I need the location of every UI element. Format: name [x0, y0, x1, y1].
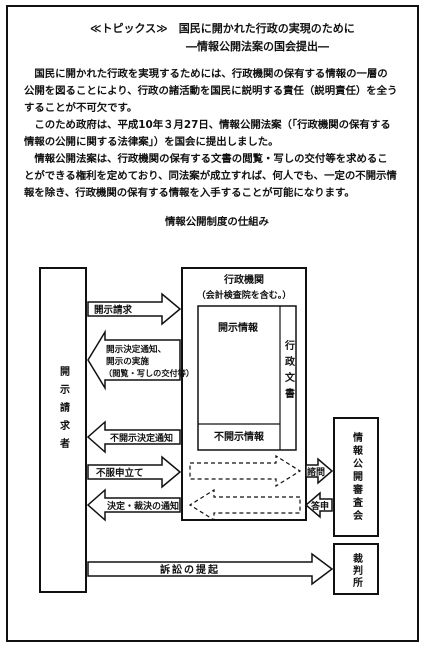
paragraph-2: このため政府は、平成10年３月27日、情報公開法案（「行政機関の保有する情報の公…: [24, 119, 391, 148]
consult-arrow: [305, 457, 334, 485]
page-title: ≪トピックス≫ 国民に開かれた行政の実現のために: [90, 22, 355, 35]
consult-label: 諮問: [307, 466, 325, 478]
request-arrow-label: 開示請求: [94, 304, 133, 316]
nondisclosure-arrow: [86, 420, 181, 454]
lawsuit-arrow: [87, 552, 334, 586]
paragraph-1: 国民に開かれた行政を実現するためには、行政機関の保有する情報の一層の公開を図るこ…: [24, 68, 398, 114]
diagram-title: 情報公開制度の仕組み: [165, 216, 269, 228]
court-label: 裁判所: [351, 552, 363, 589]
nondisclosure-label: 不開示決定通知: [110, 432, 173, 444]
agency-subtitle: （会計検査院を含む。）: [197, 289, 292, 301]
decision-label-2: 開示の実施: [106, 355, 149, 367]
agency-title: 行政機関: [223, 273, 264, 286]
review-board-label: 情報公開審査会: [351, 431, 364, 523]
request-arrow: [87, 292, 182, 326]
court-box: [333, 543, 379, 595]
review-board-box: [333, 417, 379, 537]
ruling-label: 決定・裁決の通知: [107, 500, 179, 512]
requester-box: [39, 267, 87, 593]
decision-label-1: 開示決定通知、: [106, 343, 166, 355]
undisclosed-info-label: 不開示情報: [214, 430, 265, 443]
objection-arrow: [87, 455, 182, 489]
decision-label-3: （閲覧・写しの交付等）: [104, 368, 194, 378]
paragraph-3: 情報公開法案は、行政機関の保有する文書の閲覧・写しの交付等を求めることができる権…: [24, 153, 397, 199]
disclosed-info-label: 開示情報: [218, 321, 259, 334]
disclosure-decision-arrow: [87, 329, 181, 391]
admin-docs-label: 行政文書: [283, 339, 296, 404]
report-label: 答申: [310, 500, 329, 512]
requester-label: 開示請求者: [58, 366, 71, 456]
ruling-arrow: [86, 488, 181, 522]
page-subtitle: ―情報公開法案の国会提出―: [186, 40, 329, 53]
dashed-arrow-left: [188, 488, 301, 522]
lawsuit-label: 訴訟の提起: [160, 563, 220, 576]
objection-label: 不服申立て: [96, 467, 144, 479]
dashed-arrow-right: [189, 454, 302, 488]
report-arrow: [304, 491, 333, 519]
